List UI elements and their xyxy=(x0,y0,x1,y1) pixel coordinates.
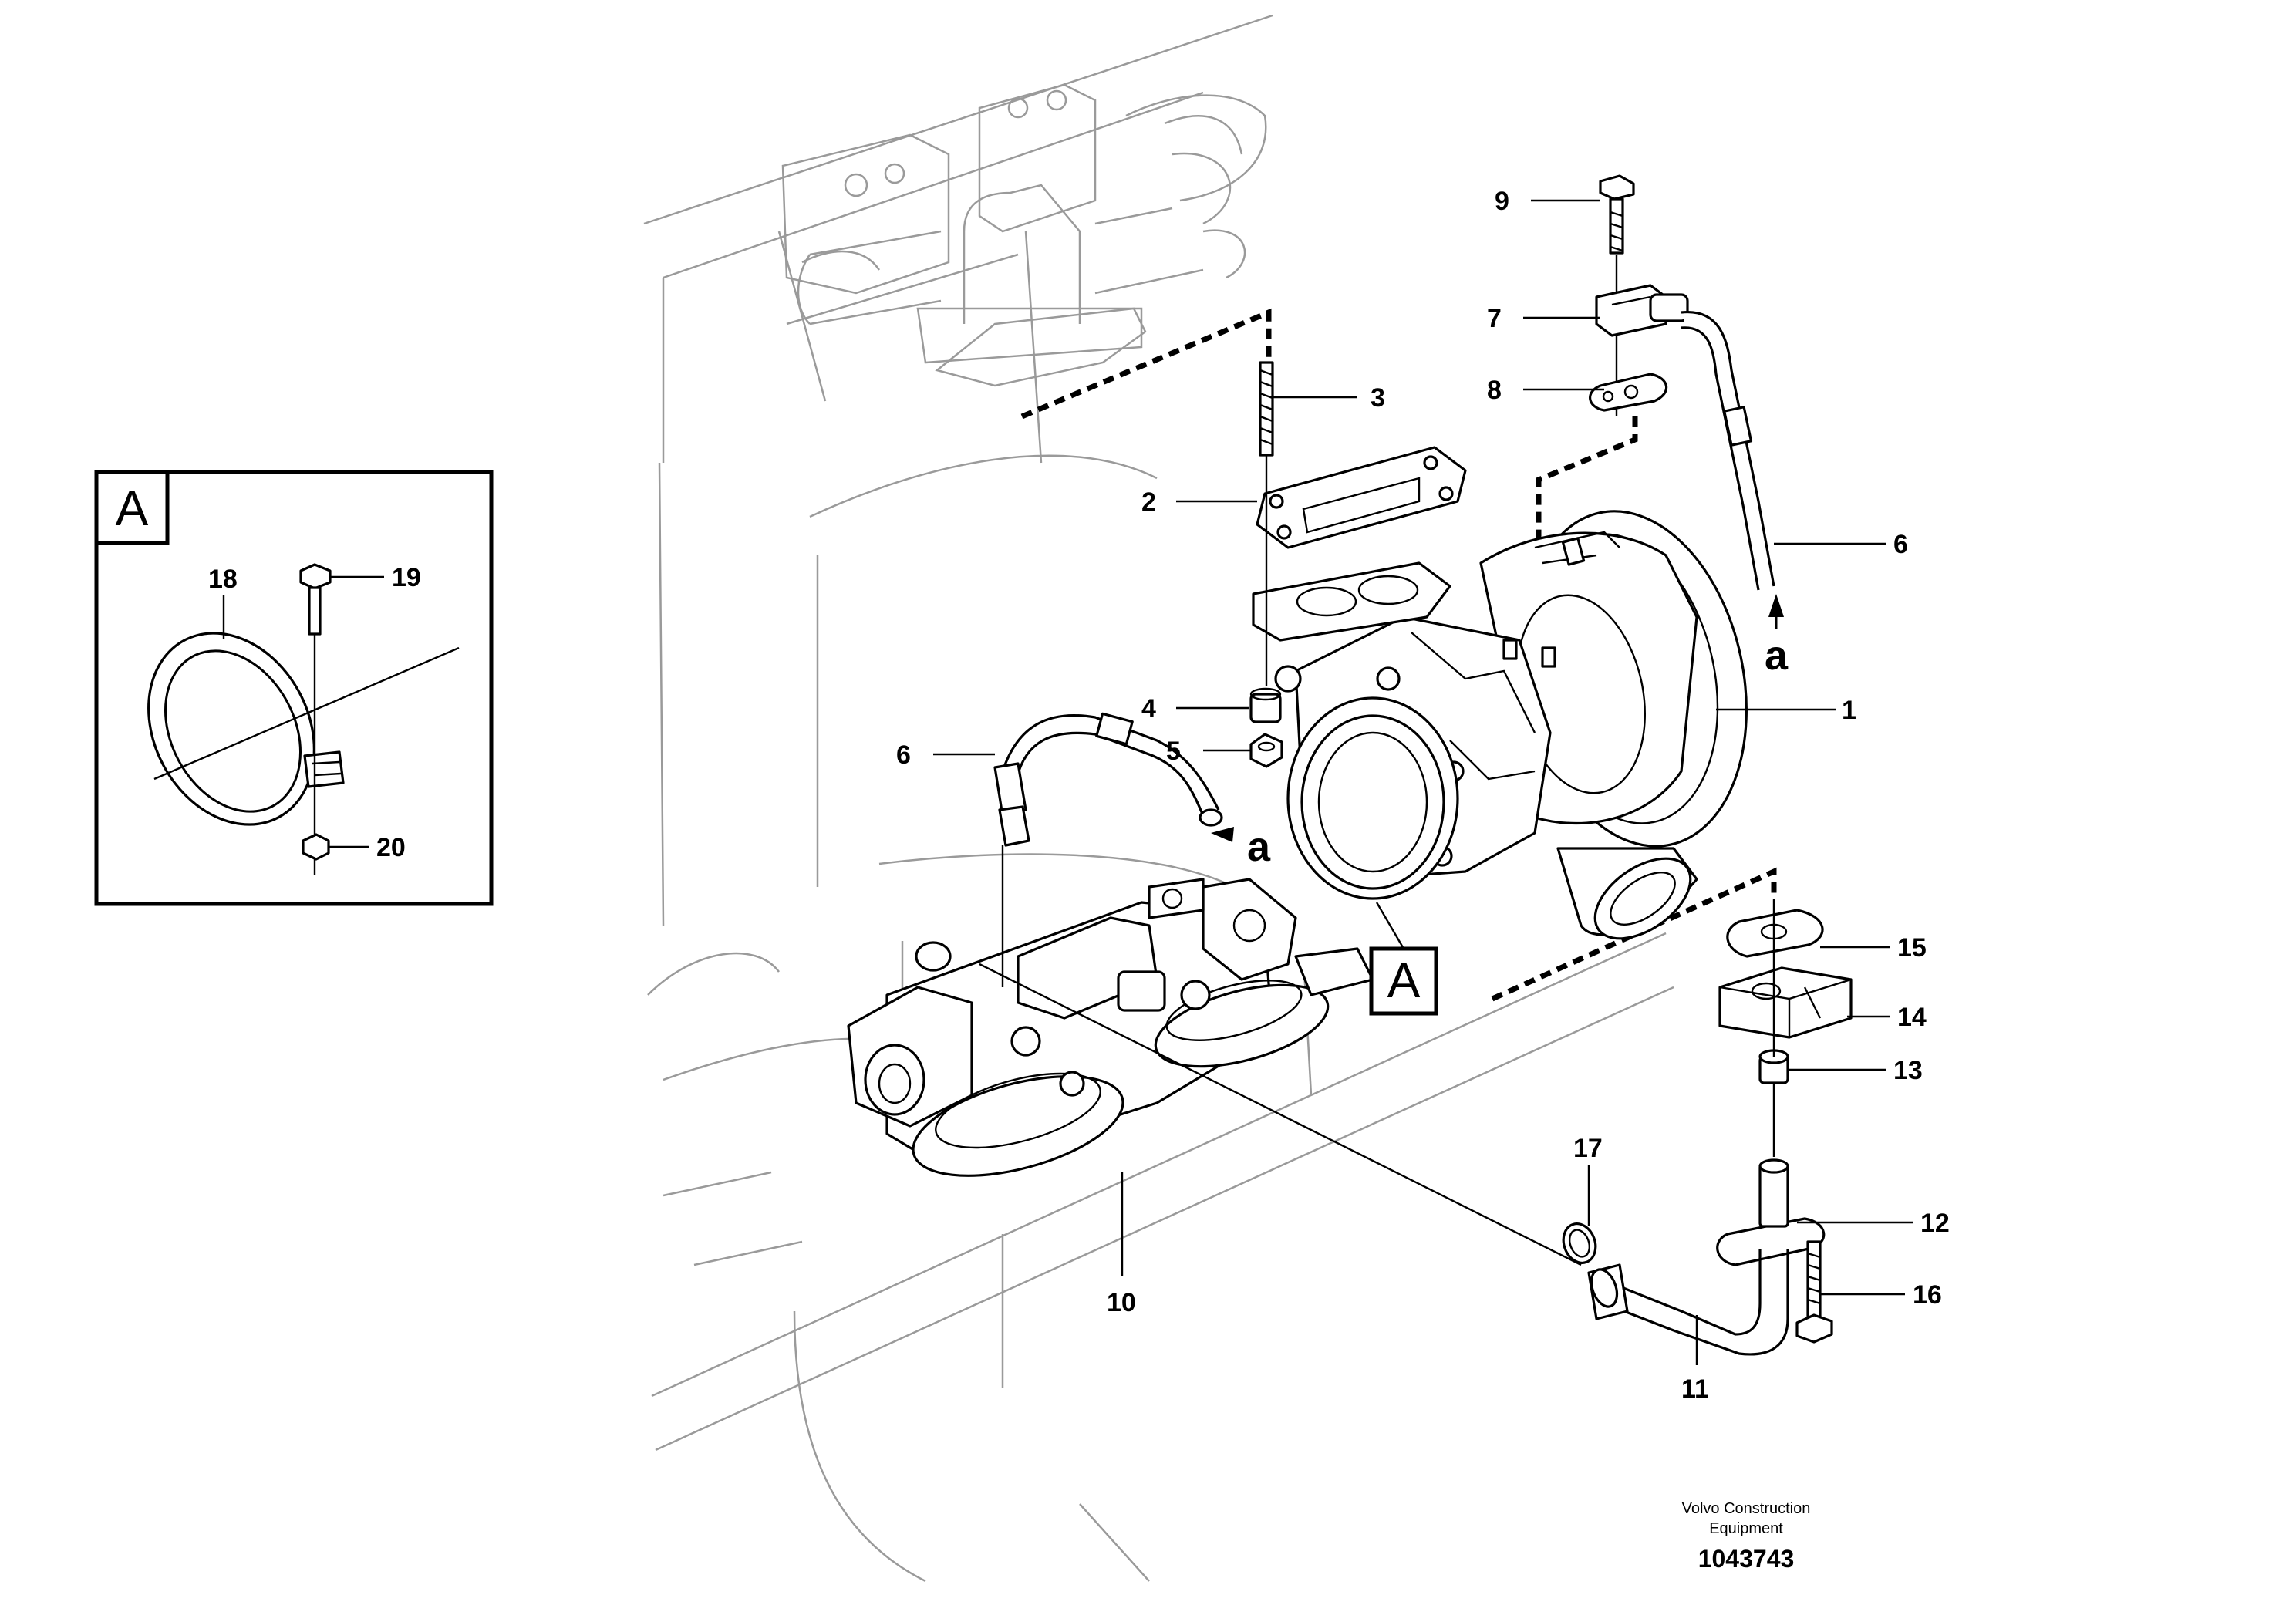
oil-feed-pipe-upper xyxy=(1681,311,1775,591)
callout-19: 19 xyxy=(392,563,421,592)
connection-marker-left: a xyxy=(1211,824,1271,870)
callout-18: 18 xyxy=(208,565,238,594)
publisher-credit: Volvo Construction Equipment 1043743 xyxy=(1682,1500,1811,1573)
spacer-sleeve xyxy=(1249,687,1282,723)
stud xyxy=(1259,361,1274,457)
mounting-bracket xyxy=(1718,966,1853,1039)
document-number: 1043743 xyxy=(1698,1545,1795,1573)
callout-11: 11 xyxy=(1681,1374,1709,1404)
oil-feed-pipe-lower xyxy=(993,712,1223,847)
clamp-axis-line xyxy=(153,646,460,781)
exhaust-manifold xyxy=(797,89,1246,387)
callout-6-right: 6 xyxy=(1893,530,1908,559)
v-band-clamp xyxy=(147,632,345,826)
turbocharger xyxy=(1252,510,1748,940)
pipe-gasket xyxy=(1589,373,1668,412)
connection-marker-right: a xyxy=(1765,594,1789,679)
connection-label-left: a xyxy=(1247,824,1271,870)
nut-20 xyxy=(302,833,330,861)
callout-3: 3 xyxy=(1371,383,1385,413)
callout-6-left: 6 xyxy=(896,740,911,770)
detail-view-letter: A xyxy=(116,481,149,536)
bolt-9 xyxy=(1599,174,1635,255)
oil-filter-housing xyxy=(847,878,1374,1177)
detail-reference-marker: A xyxy=(1369,902,1438,1016)
leader-lines xyxy=(222,199,1913,1365)
callout-1: 1 xyxy=(1842,696,1856,725)
dashed-guide-lines xyxy=(1020,308,1777,1002)
credit-line-1: Volvo Construction xyxy=(1682,1500,1811,1517)
callout-labels: 1 2 3 4 5 6 6 7 8 9 10 11 12 13 14 15 16… xyxy=(208,187,1950,1404)
callout-4: 4 xyxy=(1141,694,1156,723)
callout-17: 17 xyxy=(1573,1134,1603,1163)
callout-2: 2 xyxy=(1141,487,1156,517)
callout-14: 14 xyxy=(1897,1003,1927,1032)
oil-drain-gasket xyxy=(1726,909,1824,958)
engine-block-background xyxy=(643,14,1674,1583)
callout-20: 20 xyxy=(376,833,406,862)
turbine-gasket xyxy=(1256,446,1467,549)
callout-12: 12 xyxy=(1920,1209,1950,1238)
pipe-clamp xyxy=(1595,284,1689,337)
connection-label-right: a xyxy=(1765,632,1789,679)
bolt-19 xyxy=(299,563,332,636)
callout-9: 9 xyxy=(1495,187,1509,216)
callout-5: 5 xyxy=(1166,737,1181,766)
bolt-16 xyxy=(1795,1240,1833,1344)
callout-16: 16 xyxy=(1913,1280,1942,1310)
callout-7: 7 xyxy=(1487,304,1502,333)
detail-reference-letter: A xyxy=(1387,953,1421,1008)
detail-view-a: A xyxy=(94,470,494,906)
callout-13: 13 xyxy=(1893,1056,1923,1085)
callout-10: 10 xyxy=(1107,1288,1136,1317)
o-ring xyxy=(1562,1222,1597,1264)
return-pipe-axis-line xyxy=(979,963,1582,1266)
callout-15: 15 xyxy=(1897,933,1927,963)
oil-return-pipe xyxy=(1587,1158,1826,1356)
credit-line-2: Equipment xyxy=(1709,1520,1783,1537)
callout-8: 8 xyxy=(1487,376,1502,405)
flange-nut xyxy=(1249,733,1283,768)
